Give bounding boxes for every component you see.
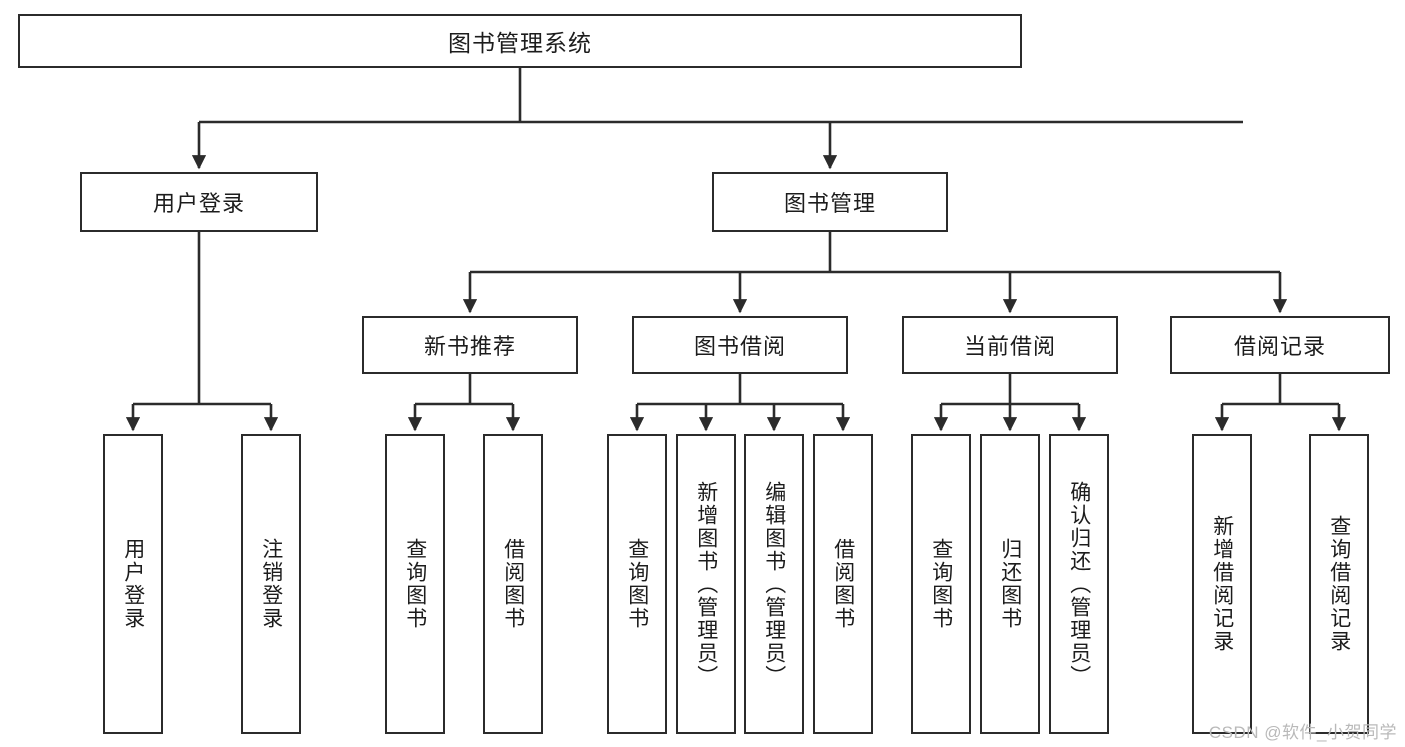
node-label: 新增图书（管理员） xyxy=(694,480,718,688)
node-borrow-record[interactable]: 借阅记录 xyxy=(1170,316,1390,374)
node-label: 查询图书 xyxy=(403,538,427,630)
node-label: 注销登录 xyxy=(259,538,283,630)
node-label: 图书管理系统 xyxy=(448,30,592,56)
watermark: CSDN @软件_小贺同学 xyxy=(1208,723,1397,742)
leaf-book-borrow-edit[interactable]: 编辑图书（管理员） xyxy=(744,434,804,734)
node-new-book-recommend[interactable]: 新书推荐 xyxy=(362,316,578,374)
node-label: 新增借阅记录 xyxy=(1210,515,1234,653)
leaf-book-borrow-borrow[interactable]: 借阅图书 xyxy=(813,434,873,734)
node-label: 用户登录 xyxy=(121,538,145,630)
node-label: 确认归还（管理员） xyxy=(1067,480,1091,688)
node-label: 查询借阅记录 xyxy=(1327,515,1351,653)
node-label: 图书借阅 xyxy=(693,334,786,359)
node-label: 借阅图书 xyxy=(831,538,855,630)
leaf-current-borrow-query[interactable]: 查询图书 xyxy=(911,434,971,734)
node-current-borrow[interactable]: 当前借阅 xyxy=(902,316,1118,374)
node-label: 查询图书 xyxy=(929,538,953,630)
node-label: 查询图书 xyxy=(625,538,649,630)
leaf-current-borrow-confirm-return[interactable]: 确认归还（管理员） xyxy=(1049,434,1109,734)
leaf-user-login-login[interactable]: 用户登录 xyxy=(103,434,163,734)
node-book-borrow[interactable]: 图书借阅 xyxy=(632,316,848,374)
node-label: 编辑图书（管理员） xyxy=(762,480,786,688)
node-label: 当前借阅 xyxy=(963,334,1056,359)
node-label: 新书推荐 xyxy=(423,334,516,359)
leaf-borrow-record-query[interactable]: 查询借阅记录 xyxy=(1309,434,1369,734)
leaf-book-borrow-query[interactable]: 查询图书 xyxy=(607,434,667,734)
leaf-current-borrow-return[interactable]: 归还图书 xyxy=(980,434,1040,734)
node-label: 用户登录 xyxy=(152,191,245,216)
leaf-book-borrow-add[interactable]: 新增图书（管理员） xyxy=(676,434,736,734)
leaf-borrow-record-add[interactable]: 新增借阅记录 xyxy=(1192,434,1252,734)
node-root-system[interactable]: 图书管理系统 xyxy=(18,14,1022,68)
node-label: 借阅图书 xyxy=(501,538,525,630)
leaf-user-login-logout[interactable]: 注销登录 xyxy=(241,434,301,734)
leaf-new-book-borrow[interactable]: 借阅图书 xyxy=(483,434,543,734)
leaf-new-book-query[interactable]: 查询图书 xyxy=(385,434,445,734)
node-label: 归还图书 xyxy=(998,538,1022,630)
node-book-management[interactable]: 图书管理 xyxy=(712,172,948,232)
node-label: 图书管理 xyxy=(783,191,876,216)
node-user-login[interactable]: 用户登录 xyxy=(80,172,318,232)
node-label: 借阅记录 xyxy=(1233,334,1326,359)
